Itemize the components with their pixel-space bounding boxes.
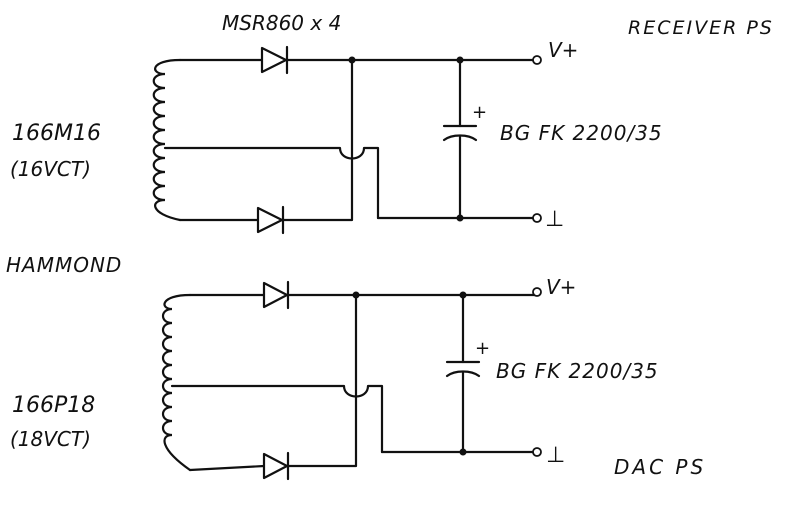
dac-capacitor-symbol: [445, 293, 481, 454]
receiver-title: RECEIVER PS: [628, 17, 774, 39]
dac-transformer-model: 166P18: [12, 393, 95, 418]
dac-center-tap: [170, 384, 384, 454]
dac-transformer-rating: (18VCT): [10, 427, 91, 451]
dac-diode-top: [262, 280, 290, 310]
dac-ground-terminal: [532, 447, 542, 457]
receiver-diode-top: [260, 45, 289, 75]
dac-capacitor-label: BG FK 2200/35: [496, 359, 659, 383]
receiver-ground-label: ⊥: [545, 207, 564, 232]
dac-ground-label: ⊥: [546, 443, 565, 468]
dac-vplus-label: V+: [546, 275, 576, 299]
diode-part-label: MSR860 x 4: [222, 11, 341, 35]
dac-title: DAC PS: [614, 455, 706, 479]
dac-cap-plus: +: [475, 338, 490, 359]
dac-ps-circuit: [161, 280, 542, 481]
dac-vplus-terminal: [532, 287, 542, 297]
receiver-transformer-model: 166M16: [12, 121, 101, 146]
receiver-transformer-rating: (16VCT): [10, 157, 91, 181]
receiver-diode-bottom: [256, 205, 285, 235]
dac-transformer-coil: [161, 293, 192, 472]
receiver-ps-circuit: [152, 45, 542, 235]
dac-diode-join: [286, 293, 358, 468]
receiver-diode-join: [281, 58, 354, 222]
receiver-vplus-label: V+: [548, 38, 578, 62]
receiver-ground-terminal: [532, 213, 542, 223]
receiver-vplus-terminal: [532, 55, 542, 65]
dac-diode-bottom: [262, 451, 290, 481]
receiver-capacitor-label: BG FK 2200/35: [500, 121, 663, 145]
receiver-capacitor-symbol: [442, 58, 478, 220]
receiver-cap-plus: +: [472, 102, 487, 123]
receiver-center-tap: [163, 146, 380, 220]
receiver-transformer-coil: [152, 58, 182, 222]
brand-label: HAMMOND: [6, 253, 122, 277]
dac-bottom-lead: [188, 464, 266, 472]
